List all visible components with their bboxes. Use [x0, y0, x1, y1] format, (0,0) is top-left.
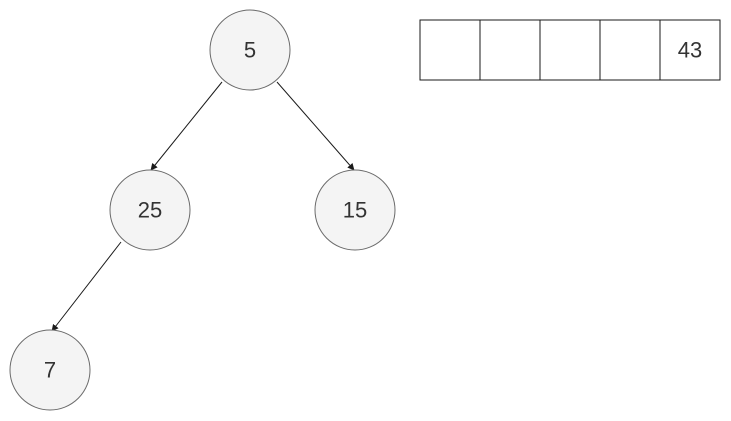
tree-node-left-label: 25	[138, 198, 162, 223]
edge-25-to-7	[51, 241, 122, 332]
tree-node-root: 5	[209, 9, 291, 91]
tree-node-left: 25	[109, 169, 191, 251]
tree-node-root-label: 5	[244, 38, 256, 63]
edge-5-to-15	[276, 81, 355, 171]
array-cell-3	[599, 19, 661, 81]
tree-node-right-label: 15	[343, 198, 367, 223]
edge-5-to-25	[150, 81, 223, 171]
tree-node-right: 15	[314, 169, 396, 251]
array-strip: 43	[419, 19, 721, 81]
array-cell-4: 43	[659, 19, 721, 81]
tree-edges	[51, 81, 355, 332]
tree-node-left-left-label: 7	[44, 358, 56, 383]
array-cell-0	[419, 19, 481, 81]
tree-node-left-left: 7	[9, 329, 91, 411]
array-cell-1	[479, 19, 541, 81]
array-cell-2	[539, 19, 601, 81]
array-cell-4-value: 43	[678, 38, 702, 63]
